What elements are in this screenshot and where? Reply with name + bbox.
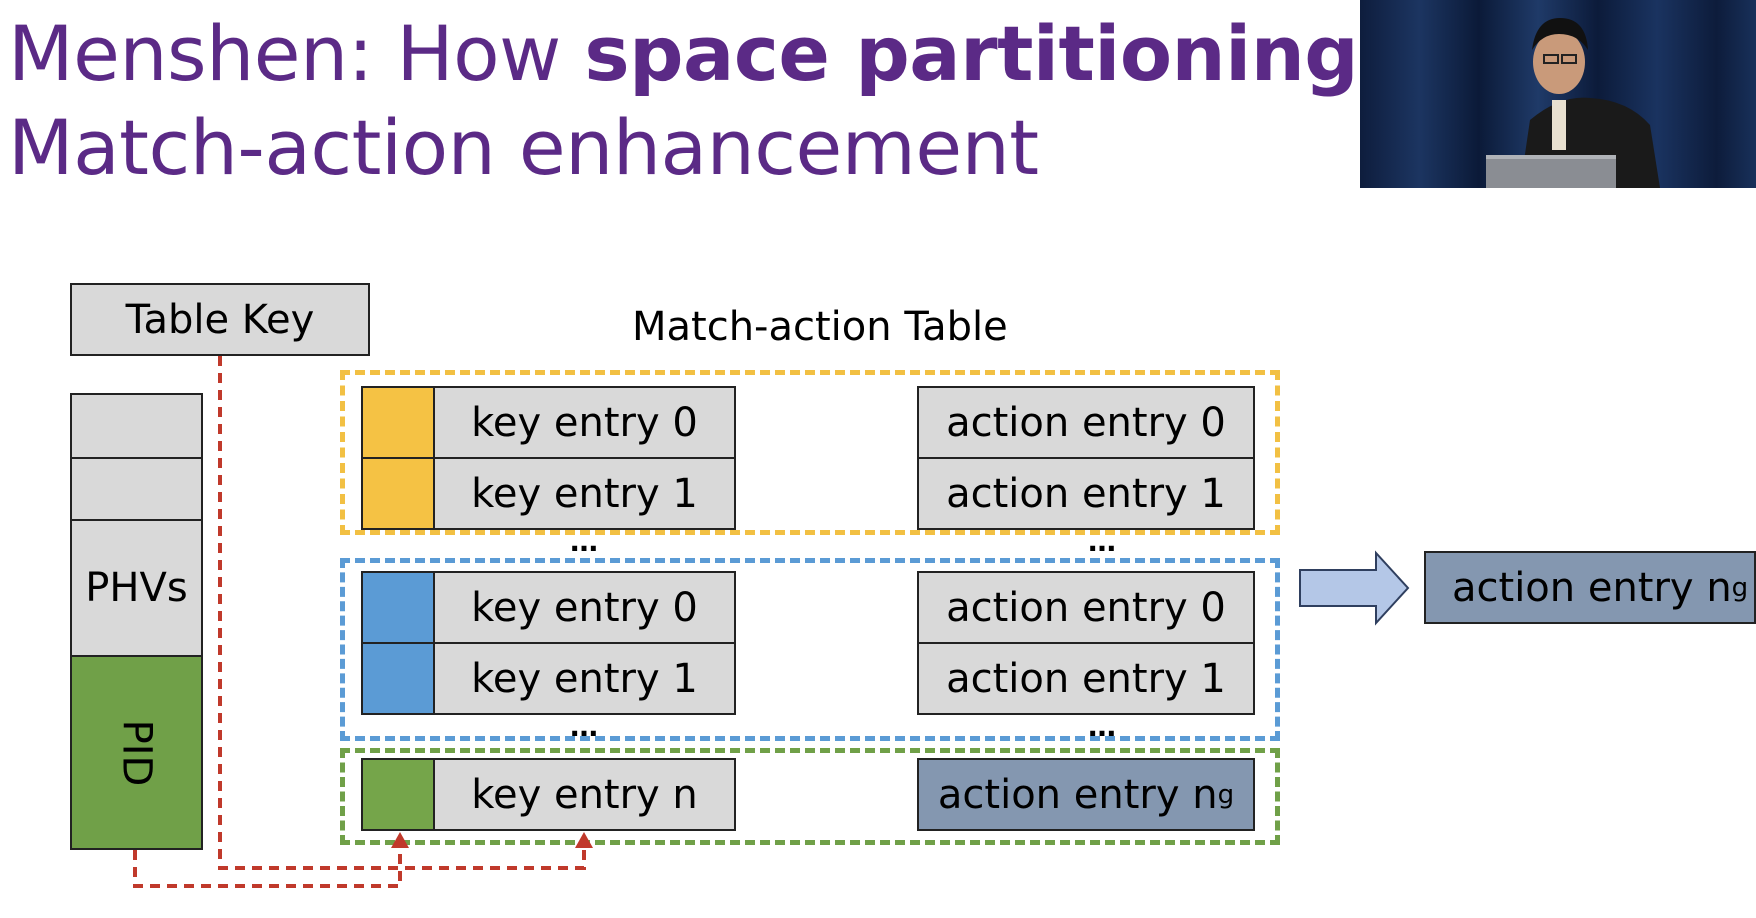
partition-group-3 [340,748,1280,845]
pid-box: PID [70,655,203,850]
result-subscript: g [1731,572,1749,603]
key-entry: key entry 0 [433,386,736,459]
action-entry: action entry 1 [917,642,1255,715]
result-arrow [1299,550,1410,626]
title-prefix: Menshen: How [8,9,585,98]
action-entry-subscript: g [1217,779,1235,810]
partition-group-1 [340,370,1280,535]
ellipsis: … [1088,710,1116,743]
action-entry-text: action entry n [937,771,1218,818]
ellipsis: … [1088,525,1116,558]
pid-arrowhead [391,832,409,848]
key-entry: key entry 0 [433,571,736,644]
ellipsis: … [570,525,598,558]
speaker-video-image [1360,0,1756,188]
result-text: action entry n [1452,564,1732,611]
ellipsis: … [570,710,598,743]
action-entry: action entry 0 [917,386,1255,459]
pid-path [133,846,402,888]
table-key-box: Table Key [70,283,370,356]
speaker-video [1360,0,1756,188]
table-key-arrowhead [575,832,593,848]
action-entry: action entry 1 [917,457,1255,530]
title-bold: space partitioning [584,9,1359,98]
phv-slot-2 [70,457,203,521]
partition-color-swatch [361,457,435,530]
slide-title-line-2: Match-action enhancement [8,103,1039,192]
phv-slot-1 [70,393,203,459]
table-key-path [218,356,586,870]
key-entry: key entry 1 [433,642,736,715]
partition-group-2 [340,558,1280,741]
key-entry: key entry n [433,758,736,831]
key-entry: key entry 1 [433,457,736,530]
slide-title-line-1: Menshen: How space partitioning wor [8,16,1521,92]
partition-color-swatch [361,386,435,459]
match-action-table-label: Match-action Table [632,304,1008,350]
